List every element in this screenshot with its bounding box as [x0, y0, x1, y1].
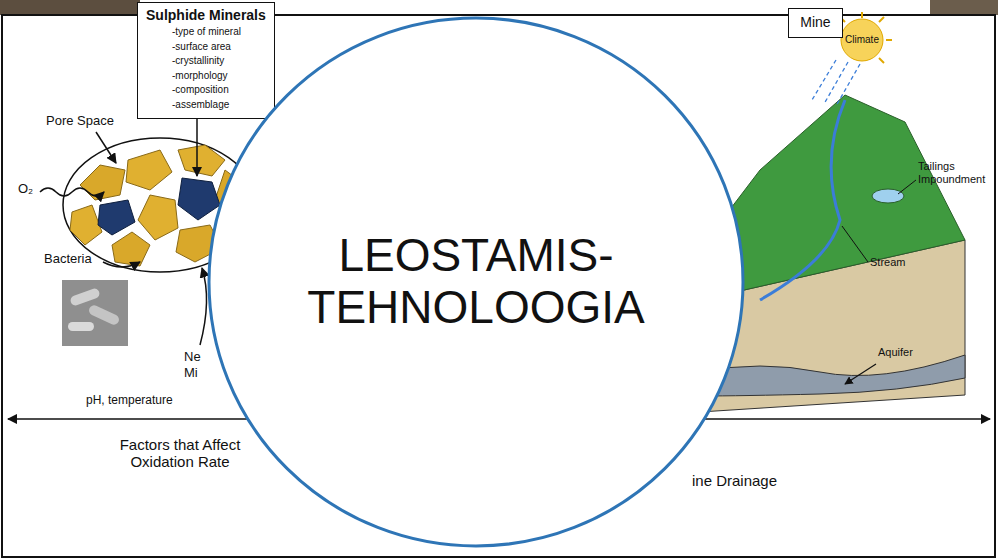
box-heading: Sulphide Minerals — [146, 7, 266, 23]
list-item: -type of mineral — [146, 25, 266, 40]
climate-sun-part — [812, 60, 860, 106]
part-label: Tailings Impoundment — [918, 160, 990, 185]
particle-part — [112, 232, 150, 266]
bacteria-image-part — [87, 304, 120, 327]
pointer-arrows-part — [196, 116, 198, 176]
climate-sun-part-part — [812, 60, 836, 100]
particle-part — [178, 178, 220, 220]
axis-label: Factors that Affect Oxidation Rate — [95, 436, 265, 471]
axis-label: ine Drainage — [692, 472, 777, 489]
list-item: -crystallinity — [146, 54, 266, 69]
climate-sun-part — [841, 19, 883, 61]
list-item: -morphology — [146, 69, 266, 84]
particle-part — [70, 205, 102, 245]
climate-sun-part-part — [879, 17, 884, 22]
part-label: Pore Space — [46, 114, 114, 129]
bacteria-image-part — [69, 287, 101, 307]
pointer-arrows-part — [200, 268, 207, 345]
part-label: Ne — [184, 350, 201, 365]
part-label: O₂ — [18, 182, 33, 197]
landscape-block-part — [898, 180, 916, 194]
climate-sun-part-part — [861, 12, 863, 18]
sulphide-minerals-box: Sulphide Minerals -type of mineral-surfac… — [137, 2, 275, 119]
pointer-arrows-part — [103, 262, 140, 267]
particle-part — [178, 145, 225, 176]
landscape-block-part — [700, 355, 965, 396]
list-item: -composition — [146, 83, 266, 98]
climate-sun-part-part — [886, 39, 892, 41]
list-item: -surface area — [146, 40, 266, 55]
list-item: -assemblage — [146, 98, 266, 113]
pointer-arrows-part — [96, 132, 116, 163]
pointer-arrows-part — [40, 188, 104, 196]
part-label: Bacteria — [44, 252, 92, 267]
particle-part — [80, 165, 125, 200]
part-label: Mi — [184, 366, 198, 381]
factor-note: pH, temperature — [86, 394, 173, 408]
photo-background-part — [930, 0, 998, 15]
particle-part — [138, 195, 178, 240]
bacteria-image-part — [62, 280, 128, 346]
part-label: Stream — [870, 256, 905, 269]
circle-outline-shape — [209, 18, 743, 546]
climate-sun-part-part — [836, 64, 860, 106]
climate-sun-part-part — [879, 58, 884, 63]
climate-sun-part-part — [824, 62, 848, 104]
landscape-block-part — [842, 226, 868, 262]
title-text: LEOSTAMIS- TEHNOLOOGIA — [276, 230, 676, 333]
part-label: Aquifer — [878, 346, 913, 359]
photo-background-part — [0, 0, 140, 15]
mine-box: Mine — [788, 8, 843, 38]
title-circle: LEOSTAMIS- TEHNOLOOGIA — [207, 16, 745, 548]
particle-part — [126, 150, 172, 190]
box-label: Mine — [797, 14, 834, 30]
landscape-block-part — [760, 100, 845, 300]
pointer-arrows — [40, 116, 207, 345]
landscape-block-part — [872, 189, 904, 203]
climate-sun-part — [840, 12, 892, 63]
sun-label: Climate — [845, 34, 879, 46]
bacteria-image-part — [68, 322, 94, 331]
particle-part — [98, 200, 135, 235]
bacteria-image — [62, 280, 128, 346]
landscape-block-part — [845, 364, 876, 384]
